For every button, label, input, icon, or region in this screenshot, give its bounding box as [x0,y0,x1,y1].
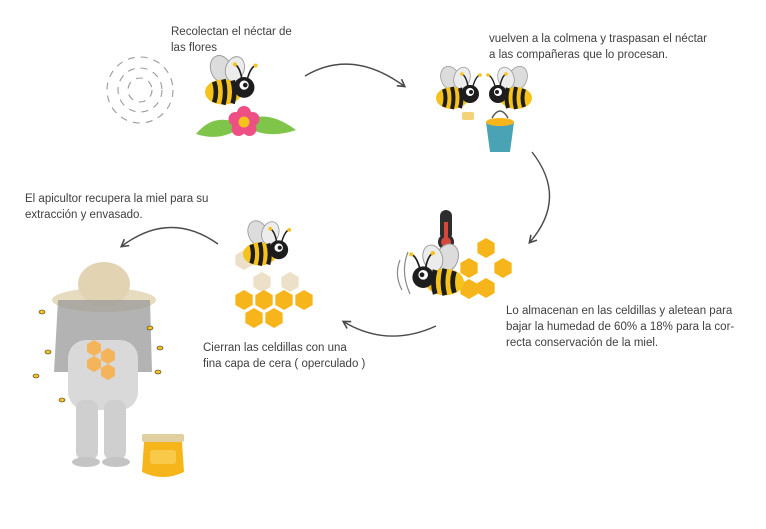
step-collect-caption: Recolectan el néctar de las flores [171,26,292,54]
step-transfer-caption: vuelven a la colmena y traspasan el néct… [489,33,707,61]
beekeeper-with-honey-jar-icon [32,262,184,477]
bee-on-honeycomb-icon [235,218,313,328]
bee-fanning-honeycomb-icon [396,241,464,295]
step-seal-caption: Cierran las celdillas con una fina capa … [203,342,366,370]
arrow-seal-to-harvest [119,226,219,248]
cycle-arrows [119,63,551,337]
step-harvest-caption: El apicultor recupera la miel para su ex… [25,193,209,221]
step-store-caption: Lo almacenan en las celdillas y aletean … [506,305,735,349]
arrow-transfer-to-store [528,151,551,244]
bee-on-flower-icon [196,52,296,137]
arrow-store-to-seal [341,320,437,337]
flight-trail-icon [106,56,174,124]
two-bees-with-bucket-icon [434,61,534,152]
arrow-collect-to-transfer [304,63,407,88]
honeycomb-icon [460,238,512,299]
